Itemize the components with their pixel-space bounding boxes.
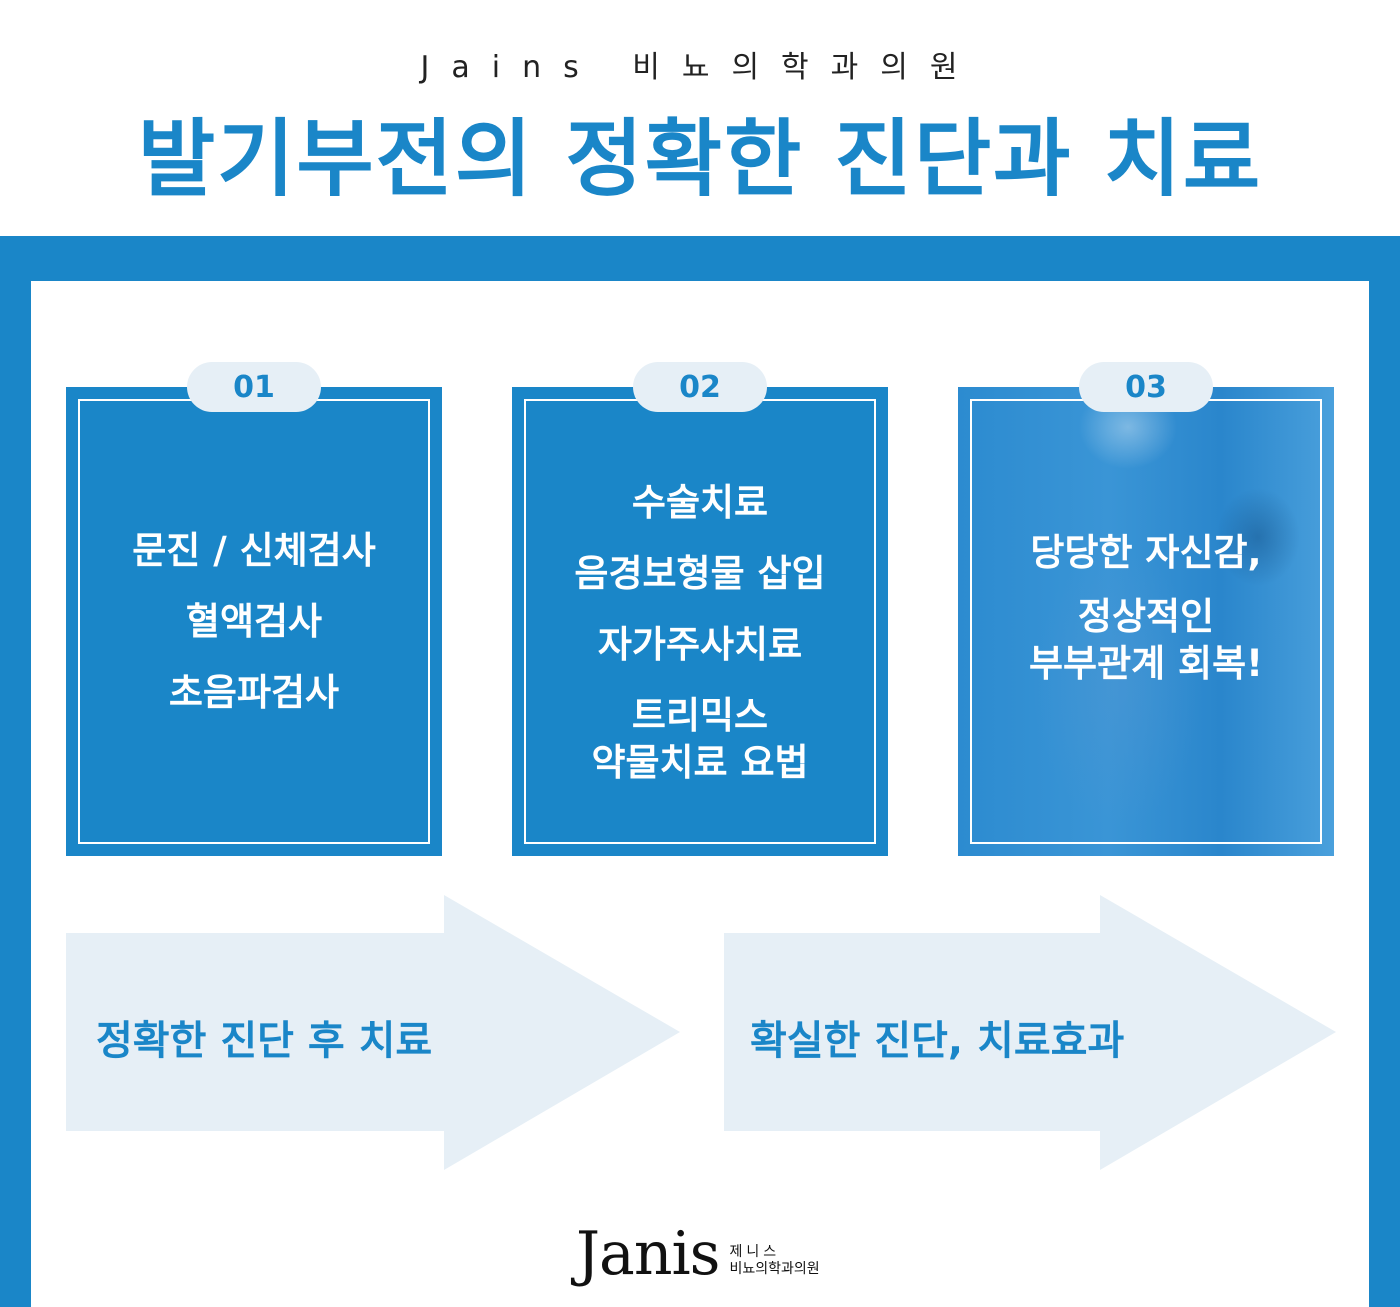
logo-clinic: 비뇨의학과의원 [729, 1261, 820, 1278]
card-line: 약물치료 요법 [591, 741, 809, 784]
card-line: 수술치료 [631, 481, 769, 524]
step-card-3: 당당한 자신감, 정상적인 부부관계 회복! [958, 387, 1334, 856]
card-line: 음경보형물 삽입 [574, 552, 826, 595]
step-card-2: 수술치료 음경보형물 삽입 자가주사치료 트리믹스 약물치료 요법 [512, 387, 888, 856]
step-badge-3: 03 [1079, 362, 1213, 412]
card-line: 초음파검사 [168, 671, 340, 714]
logo-wordmark: Janis [576, 1219, 720, 1289]
card-line: 부부관계 회복! [1029, 641, 1263, 685]
step-badge-2: 02 [633, 362, 767, 412]
header-subtitle: Jains 비뇨의학과의원 [420, 50, 980, 85]
arrow-label-2: 확실한 진단, 치료효과 [750, 1018, 1125, 1064]
card-line: 자가주사치료 [597, 623, 803, 666]
clinic-logo: Janis 제니스 비뇨의학과의원 [576, 1214, 820, 1284]
step-badge-1: 01 [187, 362, 321, 412]
arrow-shape-2 [724, 895, 1336, 1170]
card-line: 문진 / 신체검사 [132, 529, 376, 572]
step-card-1: 문진 / 신체검사 혈액검사 초음파검사 [66, 387, 442, 856]
card-line: 트리믹스 [631, 694, 769, 737]
card-line: 당당한 자신감, [1030, 530, 1262, 574]
page-title: 발기부전의 정확한 진단과 치료 [137, 110, 1263, 208]
couple-photo [958, 387, 1334, 856]
arrow-shape-1 [66, 895, 680, 1170]
logo-name: 제니스 [729, 1244, 781, 1261]
arrow-label-1: 정확한 진단 후 치료 [96, 1018, 433, 1064]
card-line: 정상적인 [1077, 594, 1215, 638]
card-line: 혈액검사 [185, 600, 323, 643]
